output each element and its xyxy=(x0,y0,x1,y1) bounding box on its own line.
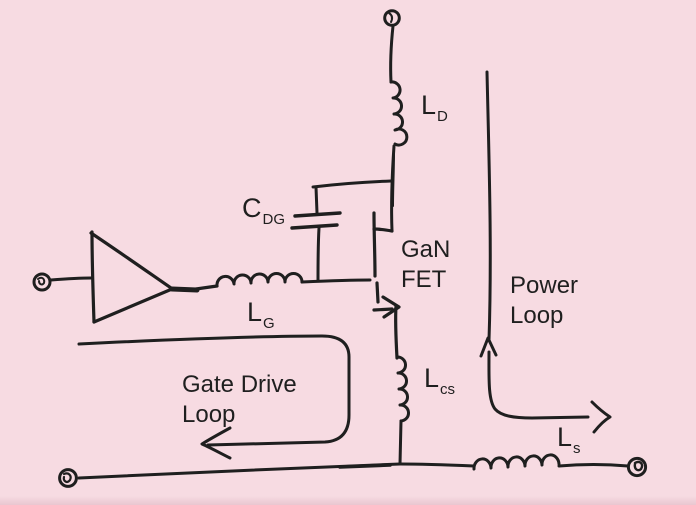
power-loop-label-line2: Loop xyxy=(510,302,564,329)
inductor-ld-label: LD xyxy=(421,90,448,126)
gan-fet-label-line2: FET xyxy=(401,266,447,293)
inductor-lcs-icon xyxy=(395,355,410,466)
inductor-ld-label-symbol: L xyxy=(421,90,437,120)
inductor-lg-label-symbol: L xyxy=(247,297,263,327)
capacitor-cdg-icon xyxy=(290,179,393,283)
capacitor-cdg-label-subscript: DG xyxy=(262,211,286,228)
gan-fet-label: GaN FET xyxy=(401,235,450,295)
return-terminal-right-icon xyxy=(626,456,648,478)
bottom-edge-shade xyxy=(0,496,696,505)
supply-terminal-icon xyxy=(383,9,401,84)
inductor-ls-label-symbol: L xyxy=(557,422,573,452)
inductor-lg-label: LG xyxy=(247,297,275,333)
gate-driver-triangle-icon xyxy=(89,230,219,324)
gate-drive-loop-label-line2: Loop xyxy=(182,401,236,428)
inductor-ls-label-subscript: s xyxy=(573,440,581,457)
bottom-rail xyxy=(77,462,476,480)
capacitor-cdg-label-symbol: C xyxy=(242,193,262,223)
inductor-ls-icon xyxy=(472,453,630,471)
inductor-ls-label: Ls xyxy=(557,422,581,458)
inductor-lg-icon xyxy=(215,272,372,288)
inductor-lcs-label-subscript: cs xyxy=(440,381,456,398)
inductor-lcs-label: Lcs xyxy=(424,363,456,399)
inductor-lcs-label-symbol: L xyxy=(424,363,440,393)
gate-drive-loop-arrow-icon xyxy=(77,334,351,460)
power-loop-arrow-icon xyxy=(479,70,612,434)
inductor-ld-icon xyxy=(389,80,409,233)
gan-fet-label-line1: GaN xyxy=(401,236,451,263)
inductor-ld-label-subscript: D xyxy=(437,108,448,125)
power-loop-label-line1: Power xyxy=(510,272,579,299)
capacitor-cdg-label: CDG xyxy=(242,193,286,229)
gate-drive-loop-label-line1: Gate Drive xyxy=(182,371,297,398)
return-terminal-left-icon xyxy=(58,468,78,488)
gan-fet-symbol-icon xyxy=(372,211,401,360)
input-terminal-icon xyxy=(32,272,93,292)
inductor-lg-label-subscript: G xyxy=(263,315,275,332)
